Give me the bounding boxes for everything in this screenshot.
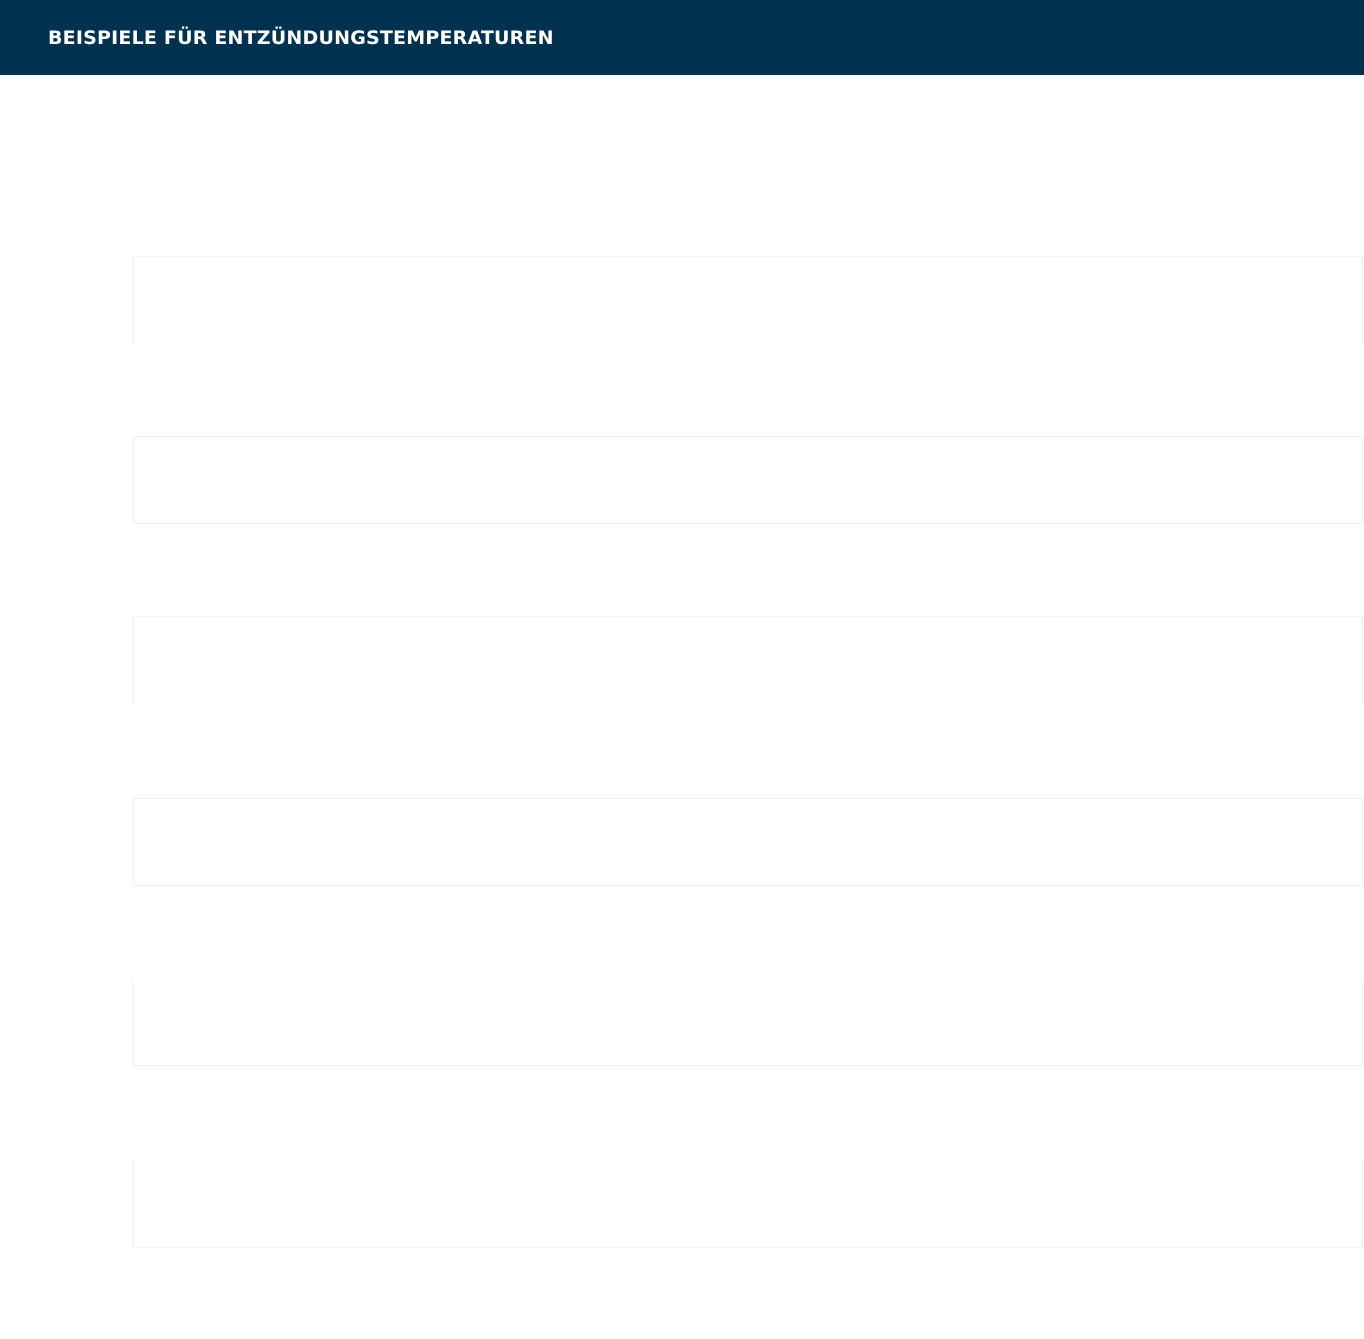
table-row [133,436,1363,524]
page-title: BEISPIELE FÜR ENTZÜNDUNGSTEMPERATUREN [48,27,554,49]
page-header: BEISPIELE FÜR ENTZÜNDUNGSTEMPERATUREN [0,0,1364,75]
content-area [0,75,1364,1339]
table-row [133,1160,1363,1248]
table-row [133,978,1363,1066]
table-row [133,616,1363,704]
table-row [133,798,1363,886]
table-row [133,256,1363,344]
